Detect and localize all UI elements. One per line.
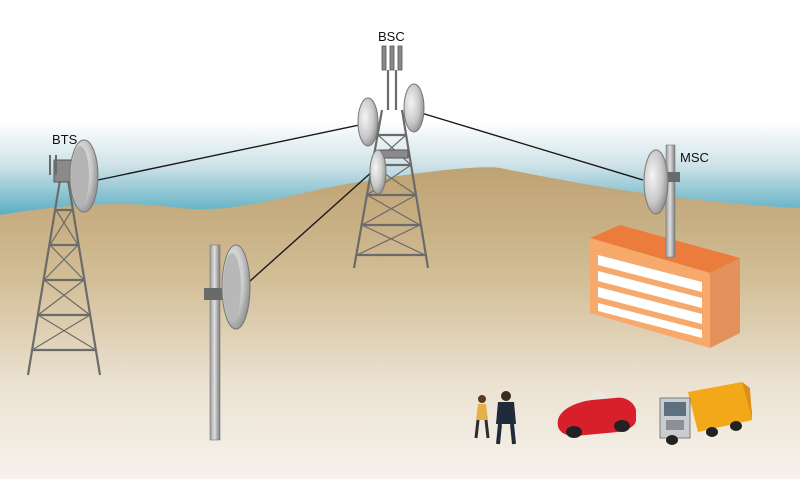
delivery-truck-icon: [659, 382, 752, 445]
radio-links: [97, 111, 644, 291]
relay-pole-icon: [204, 244, 251, 441]
bsc-label: BSC: [378, 29, 405, 44]
bsc-dish-right-icon: [403, 83, 425, 133]
sports-car-icon: [557, 390, 636, 438]
link-relay-bsc: [239, 169, 375, 291]
link-bts-bsc: [97, 123, 365, 181]
link-bsc-msc: [417, 111, 644, 181]
msc-building-icon: [590, 225, 740, 348]
bsc-dish-left-icon: [357, 97, 379, 147]
pedestrians-icon: [474, 391, 516, 445]
bts-tower-icon: [26, 155, 102, 376]
bts-dish-icon: [69, 139, 99, 213]
msc-label: MSC: [680, 150, 709, 165]
bts-label: BTS: [52, 132, 78, 147]
msc-pole-icon: [643, 144, 680, 258]
bsc-dish-lower-icon: [369, 149, 387, 195]
